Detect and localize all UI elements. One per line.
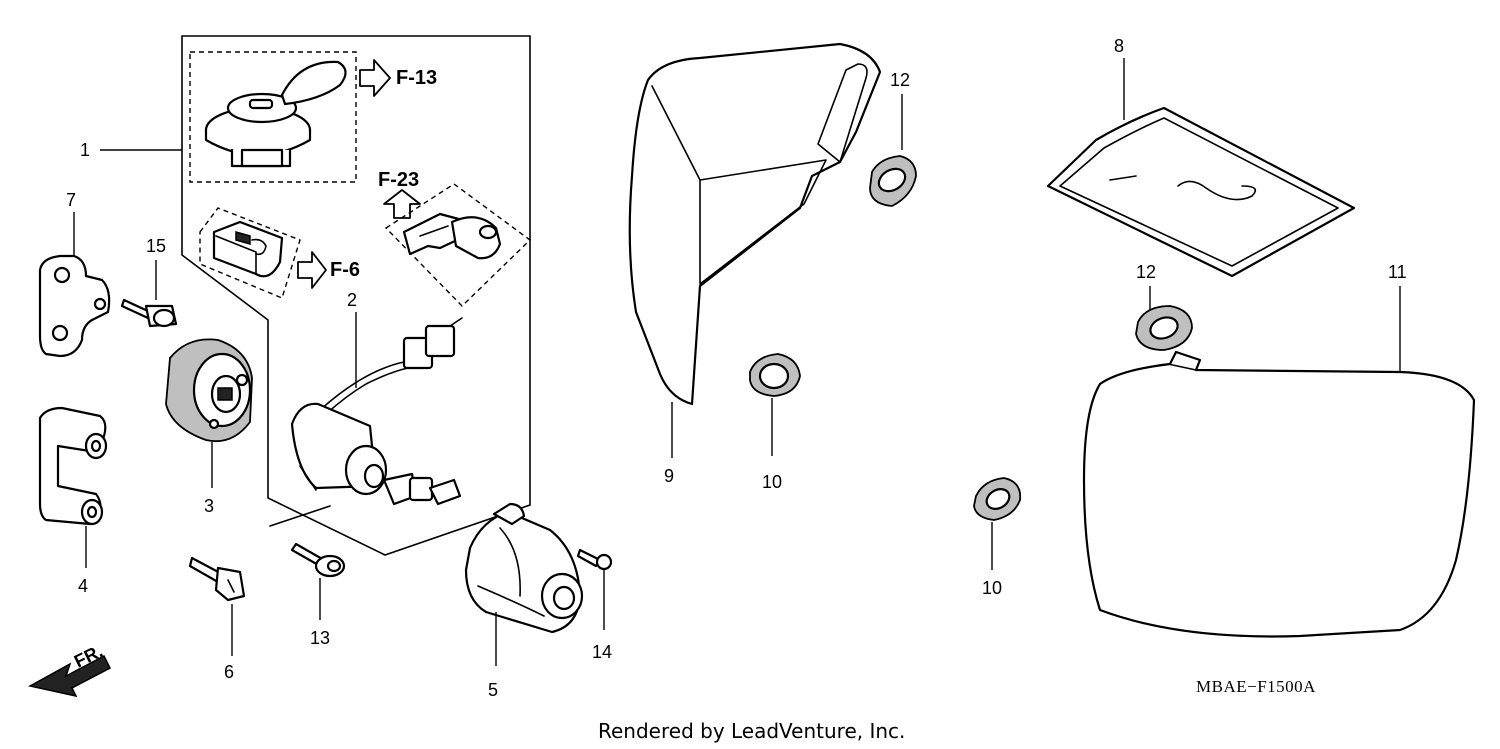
- front-direction-arrow: [27, 654, 111, 698]
- callout-7[interactable]: 7: [66, 190, 76, 210]
- callout-13[interactable]: 13: [310, 628, 330, 648]
- callout-14[interactable]: 14: [592, 642, 612, 662]
- dashed-box-fuel-cap: [189, 51, 357, 183]
- ref-arrow-f13: [359, 59, 391, 97]
- bolt-15-illustration: [120, 298, 178, 328]
- ref-f6[interactable]: F-6: [330, 259, 360, 281]
- ref-f23[interactable]: F-23: [378, 169, 419, 191]
- fuel-cap-illustration: [204, 60, 347, 168]
- callout-15[interactable]: 15: [146, 236, 166, 256]
- assembly-frame: [181, 35, 531, 556]
- callout-8[interactable]: 8: [1114, 36, 1124, 56]
- dashed-box-plug: [199, 207, 301, 299]
- grommet-10b-illustration: [973, 477, 1022, 521]
- callout-10a[interactable]: 10: [762, 472, 782, 492]
- grommet-12a-illustration: [869, 155, 917, 207]
- key-6-illustration: [188, 556, 246, 602]
- ref-arrow-f6: [297, 251, 327, 289]
- bracket-7-illustration: [38, 254, 111, 358]
- callout-1[interactable]: 1: [80, 140, 90, 160]
- callout-6[interactable]: 6: [224, 662, 234, 682]
- callout-3[interactable]: 3: [204, 496, 214, 516]
- dashed-box-lock: [384, 183, 532, 307]
- callout-11[interactable]: 11: [1388, 262, 1407, 282]
- ref-f13[interactable]: F-13: [396, 67, 437, 89]
- cover-11-illustration: [1082, 350, 1476, 638]
- sheet-8-illustration: [1046, 106, 1356, 278]
- main-switch-illustration: [290, 317, 463, 506]
- callout-9[interactable]: 9: [664, 466, 674, 486]
- grommet-10a-illustration: [749, 353, 801, 397]
- callout-12a[interactable]: 12: [890, 70, 910, 90]
- callout-4[interactable]: 4: [78, 576, 88, 596]
- leader-13-top: [269, 505, 331, 527]
- cylinder-3-illustration: [165, 338, 253, 443]
- screw-13-illustration: [290, 542, 346, 578]
- cover-9-illustration: [628, 42, 882, 406]
- callout-2[interactable]: 2: [347, 290, 357, 310]
- holder-4-illustration: [38, 406, 108, 526]
- callout-5[interactable]: 5: [488, 680, 498, 700]
- diagram-code: MBAE−F1500A: [1196, 677, 1316, 696]
- credit-text: Rendered by LeadVenture, Inc.: [598, 719, 905, 743]
- callout-12b[interactable]: 12: [1136, 262, 1156, 282]
- callout-10b[interactable]: 10: [982, 578, 1002, 598]
- lock-latch-illustration: [402, 212, 502, 260]
- plug-illustration: [212, 220, 284, 278]
- grommet-12b-illustration: [1135, 305, 1193, 351]
- lock-housing-5-illustration: [464, 502, 584, 634]
- screw-14-illustration: [576, 548, 613, 571]
- ref-arrow-f23: [383, 189, 421, 219]
